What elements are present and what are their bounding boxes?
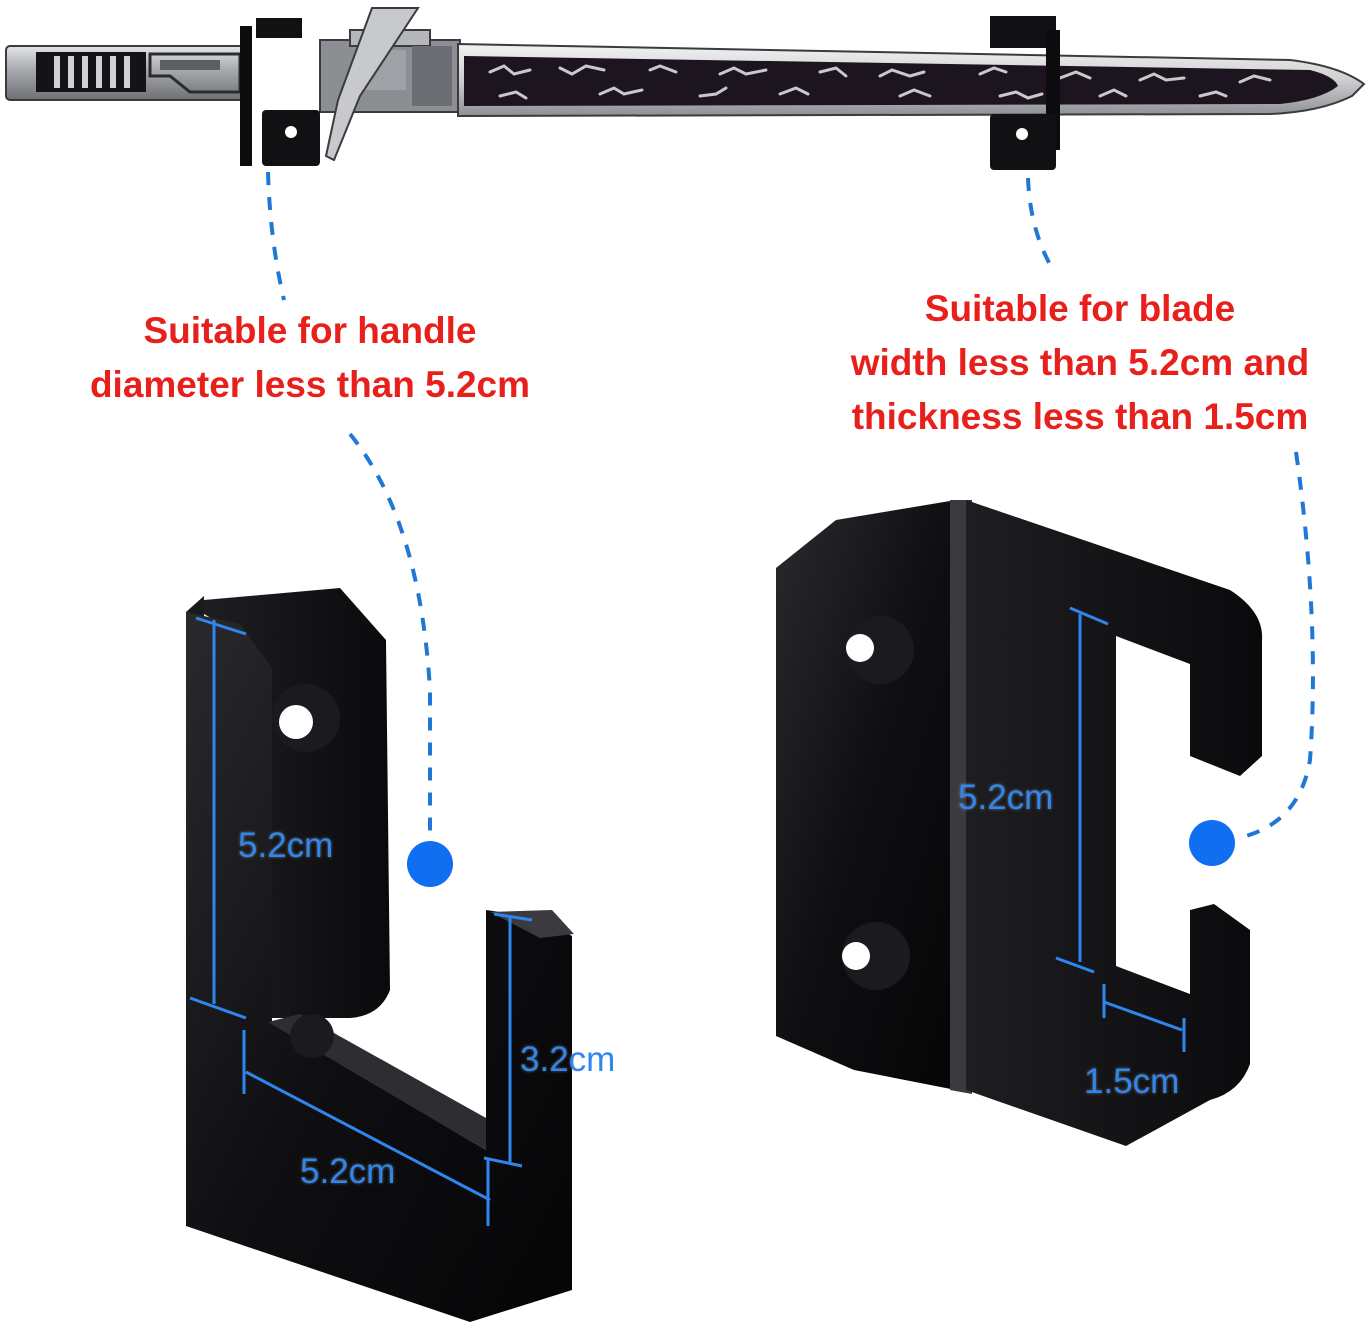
sword <box>5 7 1366 170</box>
right-hook <box>776 500 1263 1146</box>
right-hook-thickness-label: 1.5cm <box>1084 1062 1180 1101</box>
sword-bracket-left <box>240 18 320 166</box>
sword-handle <box>5 45 251 101</box>
leader-line-left <box>266 171 432 832</box>
handle-caption-line1: Suitable for handle <box>143 310 477 351</box>
right-hook-screw-hole-top <box>846 616 914 684</box>
leader-dot-right <box>1189 820 1235 866</box>
blade-fit-caption: Suitable for blade width less than 5.2cm… <box>790 282 1370 444</box>
sword-guard <box>319 7 461 162</box>
left-hook <box>186 588 574 1322</box>
left-hook-screw-hole-bottom <box>290 1014 334 1058</box>
blade-caption-line2: width less than 5.2cm and <box>850 342 1310 383</box>
left-hook-height-label: 5.2cm <box>238 826 334 865</box>
leader-dot-left <box>407 841 453 887</box>
handle-caption-line2: diameter less than 5.2cm <box>89 364 531 405</box>
left-hook-depth-label: 3.2cm <box>520 1040 616 1079</box>
right-hook-height-label: 5.2cm <box>958 778 1054 817</box>
sword-blade <box>457 42 1366 118</box>
blade-caption-line1: Suitable for blade <box>924 288 1236 329</box>
left-hook-width-label: 5.2cm <box>300 1152 396 1191</box>
blade-caption-line3: thickness less than 1.5cm <box>851 396 1309 437</box>
right-hook-screw-hole-bottom <box>842 922 910 990</box>
sword-bracket-right <box>990 16 1060 170</box>
handle-fit-caption: Suitable for handle diameter less than 5… <box>20 304 600 412</box>
leader-line-right <box>1026 177 1315 838</box>
